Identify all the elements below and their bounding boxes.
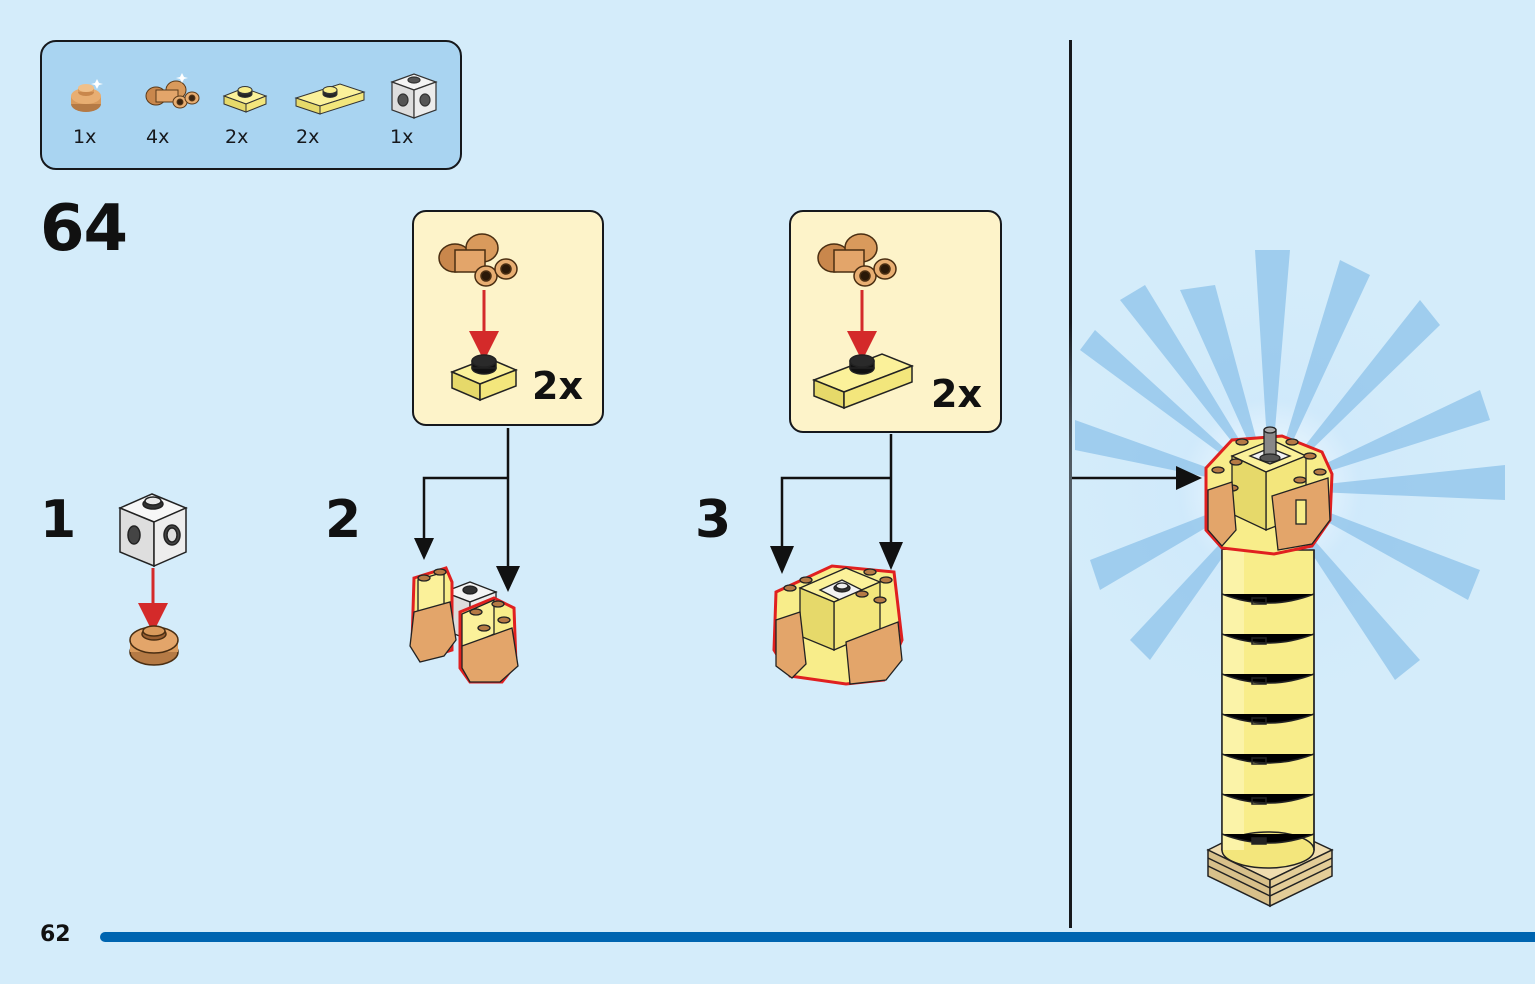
sub-step-number: 1 xyxy=(40,490,77,550)
part-quantity: 2x xyxy=(225,126,249,148)
tan-round-plate-icon xyxy=(71,79,103,112)
connector-arrowhead xyxy=(770,546,794,574)
tan-binocular-icon xyxy=(145,73,200,109)
page-progress-bar xyxy=(100,932,1535,942)
part-item: 4x xyxy=(140,42,210,170)
callout3-yellow-jumper-long xyxy=(811,353,915,410)
part-quantity: 4x xyxy=(146,126,170,148)
tower-top-assembly xyxy=(1204,426,1334,556)
step-number: 64 xyxy=(40,192,128,266)
step1-tan-round-plate xyxy=(129,625,179,666)
yellow-jumper-plate-long-icon xyxy=(294,83,366,115)
sub-assembly-callout-2: 2x xyxy=(412,210,604,426)
parts-list-panel: 1x 4x xyxy=(40,40,462,170)
connector-arrowhead xyxy=(414,538,434,560)
page-number: 62 xyxy=(40,922,71,947)
callout2-connectors xyxy=(422,428,510,566)
callout-multiplier: 2x xyxy=(931,372,982,416)
part-item: 2x xyxy=(220,42,290,170)
tower-pointer-arrowhead xyxy=(1176,466,1202,490)
callout2-yellow-jumper xyxy=(450,354,518,402)
callout2-binocular xyxy=(438,233,518,287)
tower-column xyxy=(1206,549,1334,908)
part-item: 1x xyxy=(386,42,456,170)
step1-white-brick xyxy=(118,493,188,568)
yellow-jumper-plate-icon xyxy=(222,86,268,113)
callout3-binocular xyxy=(817,233,897,287)
part-item: 1x xyxy=(64,42,134,170)
callout-multiplier: 2x xyxy=(532,364,583,408)
connector-arrowhead xyxy=(496,566,520,592)
white-stud-brick-icon xyxy=(390,73,438,119)
part-quantity: 1x xyxy=(73,126,97,148)
connector-arrowhead xyxy=(879,542,903,570)
part-quantity: 1x xyxy=(390,126,414,148)
part-quantity: 2x xyxy=(296,126,320,148)
callout3-connectors xyxy=(780,434,893,546)
step3-assembly xyxy=(772,564,904,686)
sub-step-number: 3 xyxy=(695,490,732,550)
part-item: 2x xyxy=(294,42,366,170)
sub-step-number: 2 xyxy=(325,490,362,550)
step2-assembly xyxy=(409,566,519,684)
